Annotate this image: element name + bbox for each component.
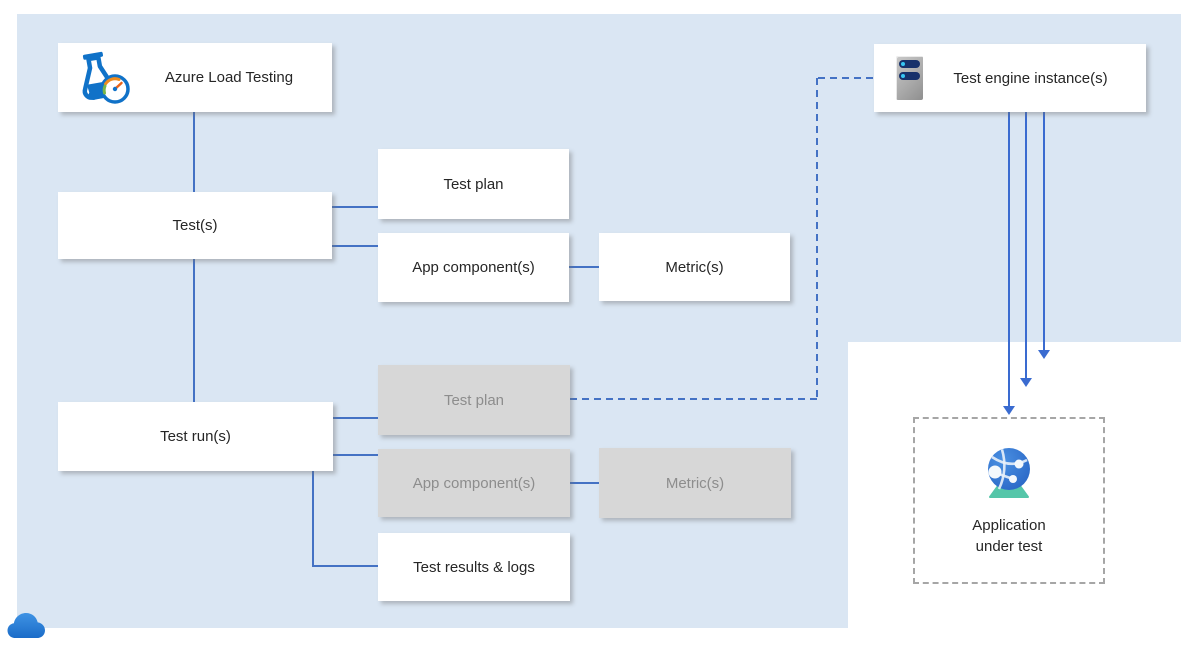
node-label: App component(s) [412, 474, 536, 492]
connector-alt-to-tests [193, 112, 195, 192]
node-application-under-test: Application under test [913, 417, 1105, 584]
azure-cloud-icon [6, 610, 46, 645]
connector-testruns-down [312, 471, 314, 567]
node-label: App component(s) [412, 259, 535, 276]
node-label: Test run(s) [160, 428, 231, 445]
connector-appcomponents-run-to-metrics [570, 482, 599, 484]
node-test-results-logs: Test results & logs [378, 533, 570, 601]
app-under-test-label-line2: under test [975, 537, 1043, 555]
app-under-test-label-line1: Application [972, 516, 1046, 534]
dashed-connector-to-engine [818, 77, 874, 79]
node-azure-load-testing: Azure Load Testing [58, 43, 332, 112]
node-label: Test plan [443, 175, 504, 193]
load-testing-flask-icon [70, 51, 134, 105]
dashed-connector-testplan-horizontal [570, 398, 818, 400]
connector-testruns-to-testplan [333, 417, 378, 419]
node-app-components-run: App component(s) [378, 449, 570, 517]
connector-tests-to-testplan [332, 206, 378, 208]
node-label: Test(s) [172, 217, 218, 234]
connector-testruns-to-appcomponents [333, 454, 378, 456]
node-label: Test results & logs [413, 558, 535, 576]
node-app-components-config: App component(s) [378, 233, 569, 302]
globe-icon [980, 445, 1038, 507]
node-metrics-config: Metric(s) [599, 233, 790, 301]
node-test-plan-run: Test plan [378, 365, 570, 435]
node-test-plan-config: Test plan [378, 149, 569, 219]
node-tests: Test(s) [58, 192, 332, 259]
node-label: Metric(s) [665, 258, 724, 276]
node-label: Azure Load Testing [164, 69, 294, 86]
load-arrow-3 [1038, 112, 1050, 361]
server-icon [896, 56, 923, 100]
connector-testruns-to-results [312, 565, 378, 567]
node-test-runs: Test run(s) [58, 402, 333, 471]
node-metrics-run: Metric(s) [599, 448, 791, 518]
connector-tests-to-testruns [193, 259, 195, 402]
node-test-engine-instances: Test engine instance(s) [874, 44, 1146, 112]
load-arrow-2 [1020, 112, 1032, 389]
load-arrow-1 [1003, 112, 1015, 415]
node-label: Metric(s) [665, 474, 725, 492]
connector-appcomponents-to-metrics [569, 266, 599, 268]
node-label: Test engine instance(s) [953, 69, 1108, 87]
connector-tests-to-appcomponents [332, 245, 378, 247]
dashed-connector-vertical [816, 78, 818, 399]
node-label: Test plan [443, 391, 505, 409]
